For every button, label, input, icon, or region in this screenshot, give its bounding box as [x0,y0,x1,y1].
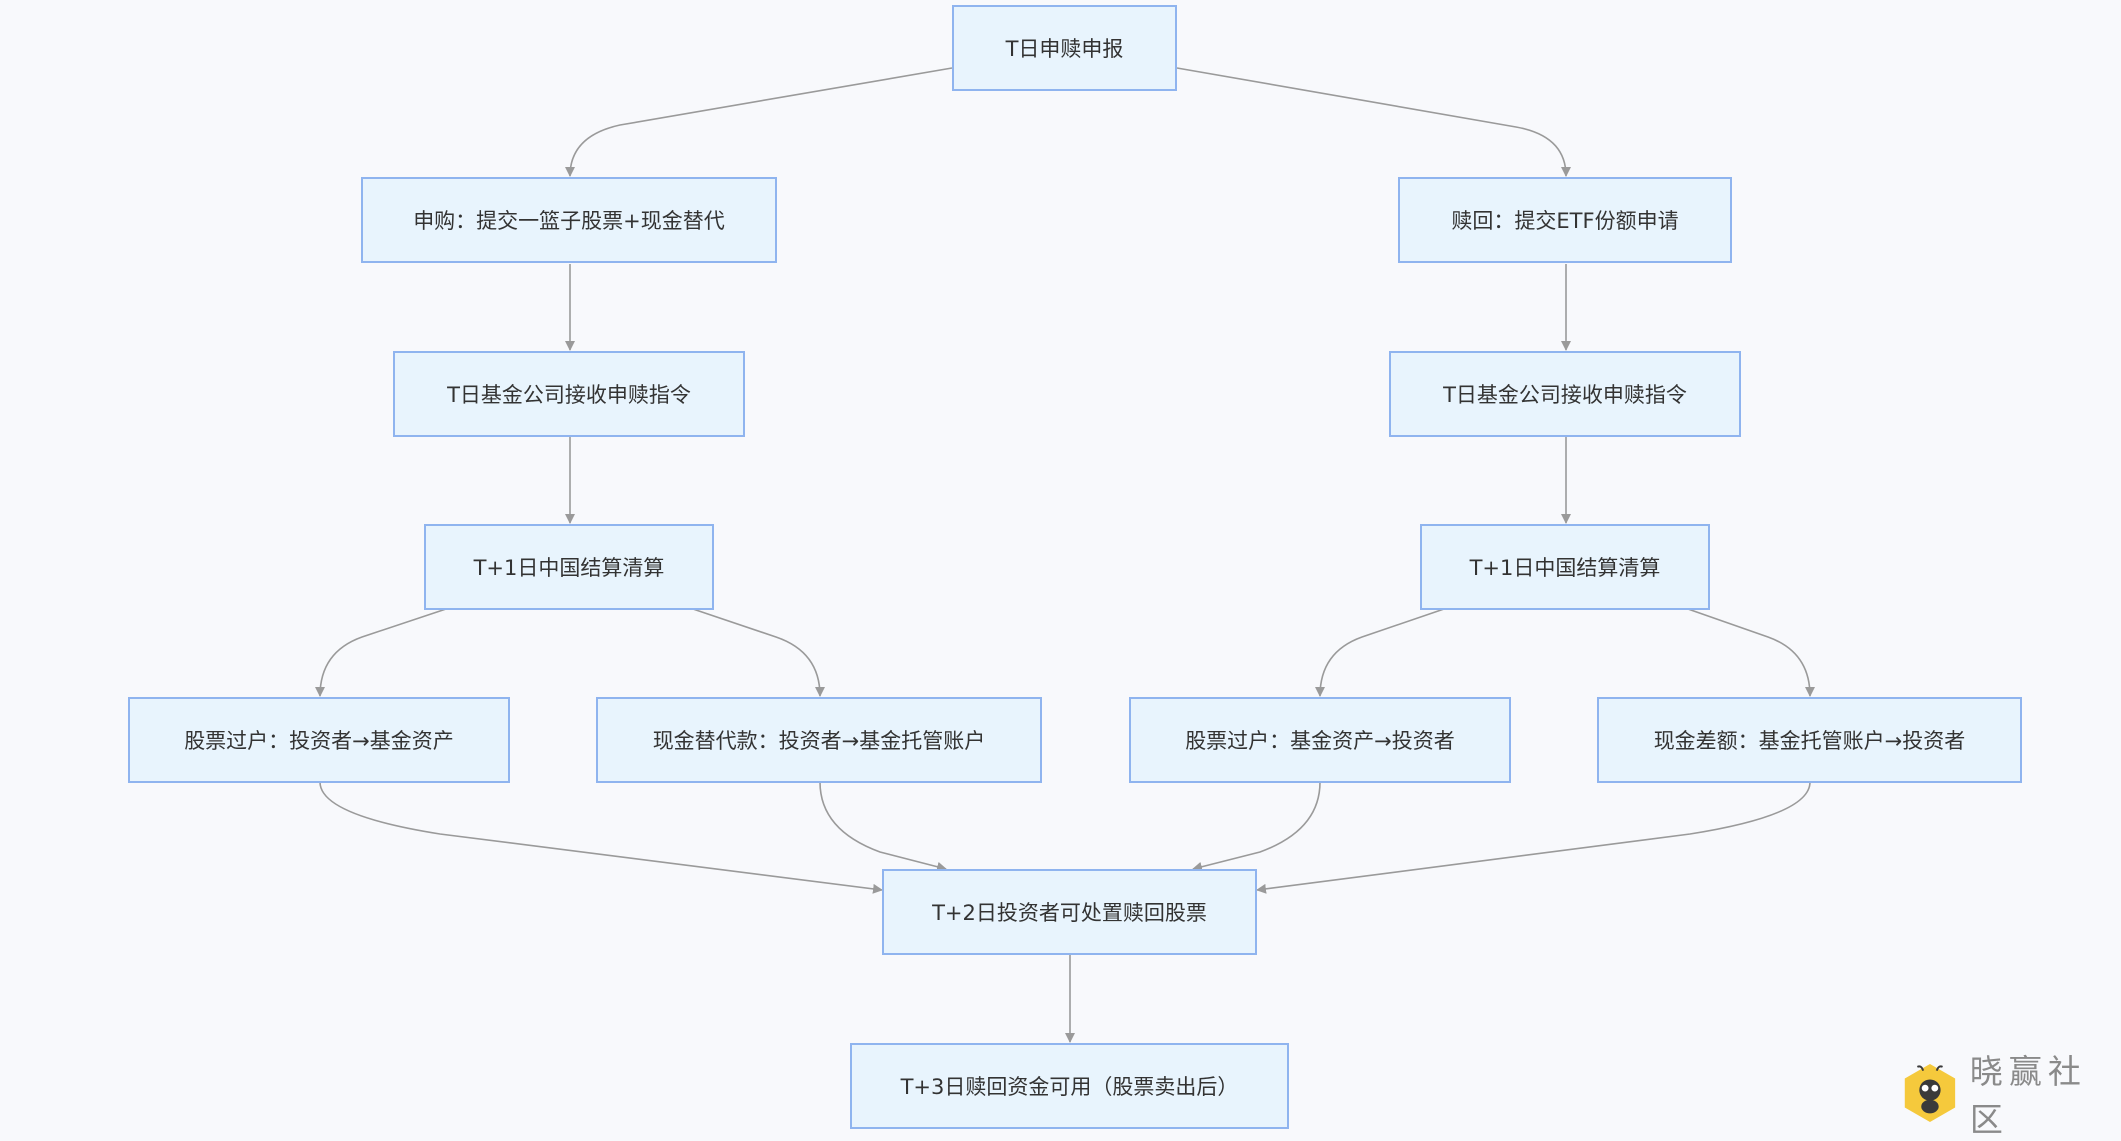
node-root: T日申赎申报 [952,5,1177,91]
node-t2-dispose-stock: T+2日投资者可处置赎回股票 [882,869,1257,955]
edge-sub-cash-to-t2 [819,781,947,872]
edge-sub-clear-to-cash [692,608,825,697]
edge-root-to-red-submit [1176,67,1571,177]
node-redeem-cash-difference: 现金差额：基金托管账户→投资者 [1597,697,2022,783]
edge-red-stock-to-t2 [1192,781,1321,872]
node-redeem-stock-transfer: 股票过户：基金资产→投资者 [1129,697,1511,783]
edge-red-clear-to-cash [1687,608,1815,697]
edge-red-clear-to-stock [1315,608,1445,697]
edge-sub-stock-to-t2 [319,781,883,894]
edge-root-to-sub-submit [565,67,953,177]
node-subscribe-receive: T日基金公司接收申赎指令 [393,351,745,437]
bee-logo-icon [1904,1063,1956,1123]
watermark-text: 晓赢社区 [1969,1052,2087,1139]
node-subscribe-cash-substitute: 现金替代款：投资者→基金托管账户 [596,697,1042,783]
node-redeem-submit: 赎回：提交ETF份额申请 [1398,177,1732,263]
node-t3-funds-available: T+3日赎回资金可用（股票卖出后） [850,1043,1289,1129]
node-redeem-receive: T日基金公司接收申赎指令 [1389,351,1741,437]
edge-red-cash-to-t2 [1256,781,1811,894]
edge-sub-clear-to-stock [315,608,447,697]
node-redeem-clearing: T+1日中国结算清算 [1420,524,1710,610]
node-subscribe-clearing: T+1日中国结算清算 [424,524,714,610]
node-subscribe-submit: 申购：提交一篮子股票+现金替代 [361,177,777,263]
watermark: 晓赢社区 [1898,1052,2121,1139]
node-subscribe-stock-transfer: 股票过户：投资者→基金资产 [128,697,510,783]
